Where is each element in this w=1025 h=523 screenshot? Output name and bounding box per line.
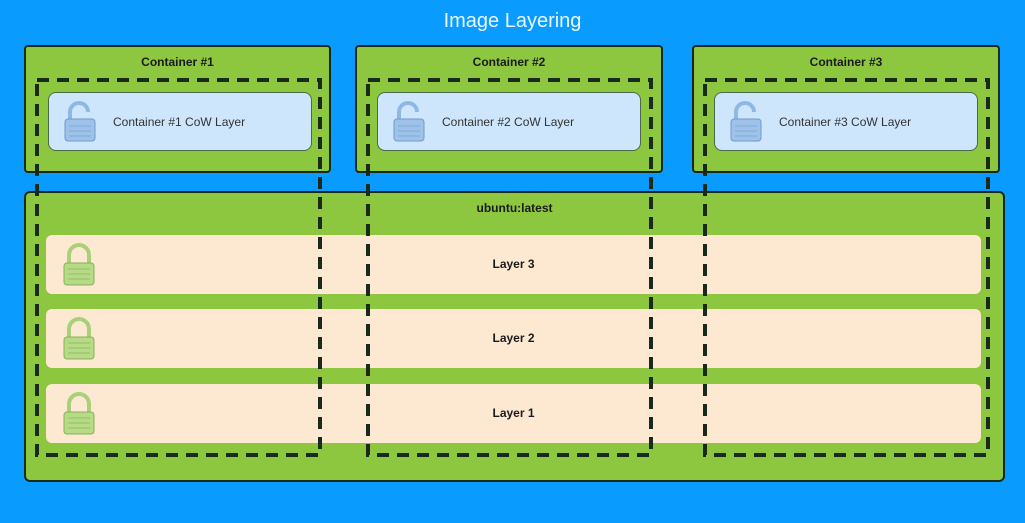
container-3-label: Container #3 bbox=[809, 55, 883, 69]
diagram-title: Image Layering bbox=[443, 10, 582, 32]
layer-1-label: Layer 1 bbox=[492, 406, 535, 420]
image-layer-2: Layer 2 bbox=[46, 309, 981, 368]
unlocked-padlock-icon bbox=[392, 101, 426, 148]
container-2-cow-label: Container #2 CoW Layer bbox=[442, 115, 575, 129]
layer-3-label: Layer 3 bbox=[492, 257, 535, 271]
image-layer-3: Layer 3 bbox=[46, 235, 981, 294]
container-1-cow-layer: Container #1 CoW Layer bbox=[48, 92, 312, 151]
image-layer-1: Layer 1 bbox=[46, 384, 981, 443]
unlocked-padlock-icon bbox=[63, 101, 97, 148]
container-2-label: Container #2 bbox=[472, 55, 546, 69]
container-3-cow-layer: Container #3 CoW Layer bbox=[714, 92, 978, 151]
unlocked-padlock-icon bbox=[729, 101, 763, 148]
container-1-cow-label: Container #1 CoW Layer bbox=[113, 115, 246, 129]
container-2-cow-layer: Container #2 CoW Layer bbox=[377, 92, 641, 151]
container-3-cow-label: Container #3 CoW Layer bbox=[779, 115, 912, 129]
layer-2-label: Layer 2 bbox=[492, 331, 535, 345]
image-label: ubuntu:latest bbox=[476, 201, 553, 215]
container-1-label: Container #1 bbox=[141, 55, 214, 69]
